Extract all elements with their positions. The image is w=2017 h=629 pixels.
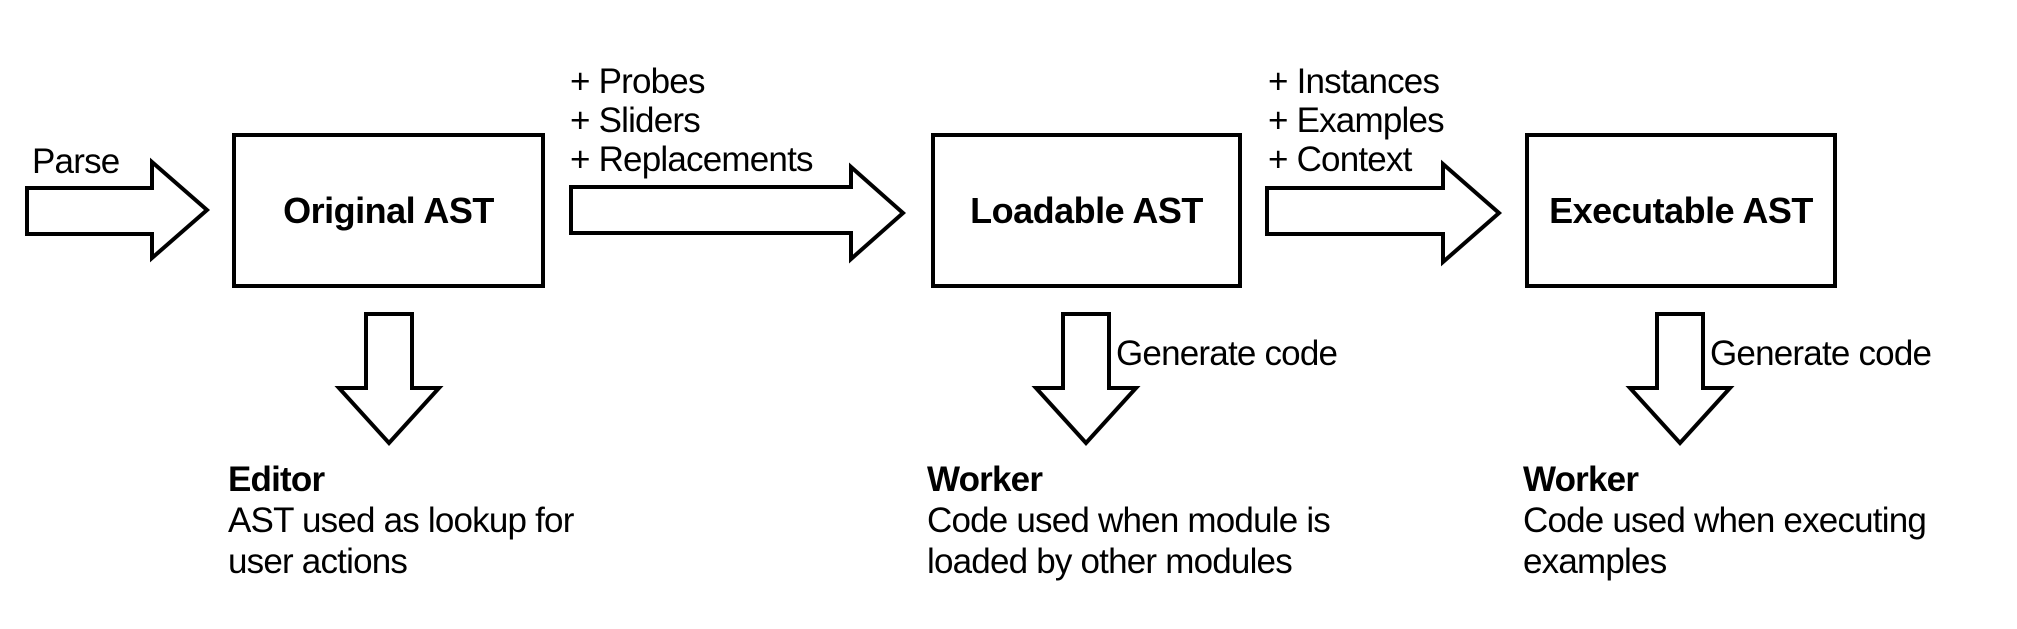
- editor-output-block: Editor AST used as lookup for user actio…: [228, 459, 574, 582]
- editor-down-arrow-icon: [334, 312, 444, 446]
- editor-output-line2: user actions: [228, 542, 408, 581]
- annotation-probes: + Probes: [570, 62, 705, 101]
- worker2-output-line1: Code used when executing: [1523, 501, 1927, 540]
- editor-output-line1: AST used as lookup for: [228, 501, 574, 540]
- transform1-right-arrow-icon: [569, 162, 907, 264]
- parse-right-arrow-icon: [25, 157, 211, 263]
- original-ast-box: Original AST: [232, 133, 545, 288]
- worker1-output-title: Worker: [927, 460, 1043, 499]
- transform2-right-arrow-icon: [1265, 159, 1503, 267]
- editor-output-title: Editor: [228, 460, 325, 499]
- annotation-context: + Context: [1268, 140, 1412, 179]
- original-ast-box-label: Original AST: [283, 189, 494, 231]
- generate-code-label-1: Generate code: [1116, 334, 1338, 373]
- executable-ast-box-label: Executable AST: [1549, 189, 1813, 231]
- annotation-instances: + Instances: [1268, 62, 1440, 101]
- loadable-ast-box: Loadable AST: [931, 133, 1242, 288]
- annotation-sliders: + Sliders: [570, 101, 701, 140]
- worker2-output-block: Worker Code used when executing examples: [1523, 459, 1927, 582]
- executable-ast-box: Executable AST: [1525, 133, 1837, 288]
- worker2-output-line2: examples: [1523, 542, 1667, 581]
- loadable-ast-box-label: Loadable AST: [970, 189, 1203, 231]
- worker2-down-arrow-icon: [1625, 312, 1735, 446]
- worker2-output-title: Worker: [1523, 460, 1639, 499]
- annotation-examples: + Examples: [1268, 101, 1445, 140]
- generate-code-label-2: Generate code: [1710, 334, 1932, 373]
- worker1-output-block: Worker Code used when module is loaded b…: [927, 459, 1331, 582]
- worker1-output-line2: loaded by other modules: [927, 542, 1293, 581]
- parse-arrow-label: Parse: [32, 142, 120, 181]
- transform1-annotations: + Probes + Sliders + Replacements: [570, 62, 813, 179]
- annotation-replacements: + Replacements: [570, 140, 813, 179]
- worker1-output-line1: Code used when module is: [927, 501, 1331, 540]
- transform2-annotations: + Instances + Examples + Context: [1268, 62, 1445, 179]
- worker1-down-arrow-icon: [1031, 312, 1141, 446]
